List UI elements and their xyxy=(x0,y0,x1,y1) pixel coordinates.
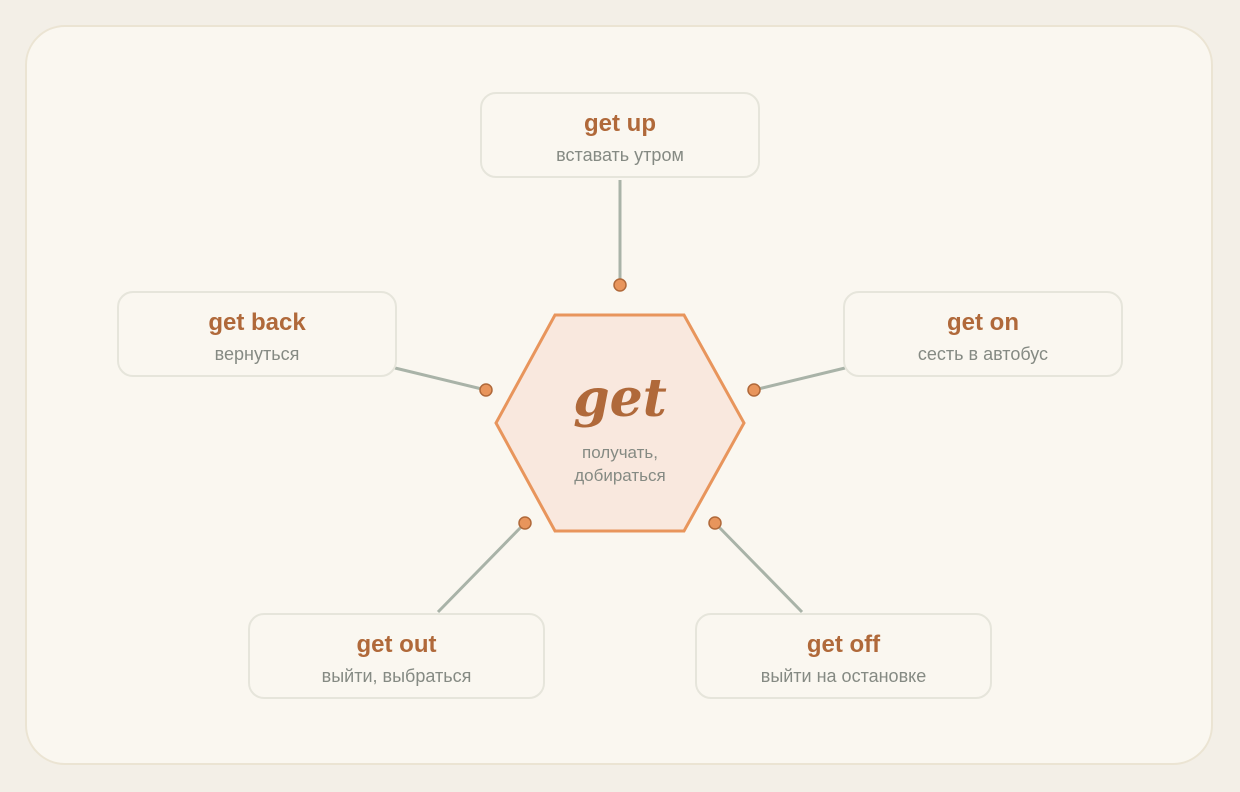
node-get-on[interactable]: get on сесть в автобус xyxy=(843,291,1123,377)
connector-dot-back xyxy=(479,383,493,397)
node-term: get back xyxy=(208,309,306,336)
center-gloss: получать, добираться xyxy=(574,443,666,485)
node-get-back[interactable]: get back вернуться xyxy=(117,291,397,377)
node-term: get up xyxy=(584,110,656,137)
node-meaning: вставать утром xyxy=(556,145,684,165)
connector-dot-up xyxy=(613,278,627,292)
node-get-off[interactable]: get off выйти на остановке xyxy=(695,613,992,699)
connector-back xyxy=(394,366,487,392)
node-meaning: вернуться xyxy=(214,344,300,364)
node-get-out[interactable]: get out выйти, выбраться xyxy=(248,613,545,699)
connector-dot-on xyxy=(747,383,761,397)
center-word: get xyxy=(573,368,667,429)
connector-out xyxy=(436,521,527,614)
node-get-up[interactable]: get up вставать утром xyxy=(480,92,760,178)
node-meaning: выйти, выбраться xyxy=(321,666,472,686)
node-meaning: сесть в автобус xyxy=(917,344,1049,364)
hexagon-shape xyxy=(494,313,746,533)
center-hexagon[interactable]: get получать, добираться xyxy=(494,313,746,533)
connector-on xyxy=(753,366,846,392)
node-term: get out xyxy=(356,631,437,658)
node-term: get on xyxy=(947,309,1019,336)
node-meaning: выйти на остановке xyxy=(760,666,927,686)
connector-off xyxy=(713,521,804,614)
connector-dot-off xyxy=(708,516,722,530)
node-term: get off xyxy=(806,631,881,658)
connector-dot-out xyxy=(518,516,532,530)
